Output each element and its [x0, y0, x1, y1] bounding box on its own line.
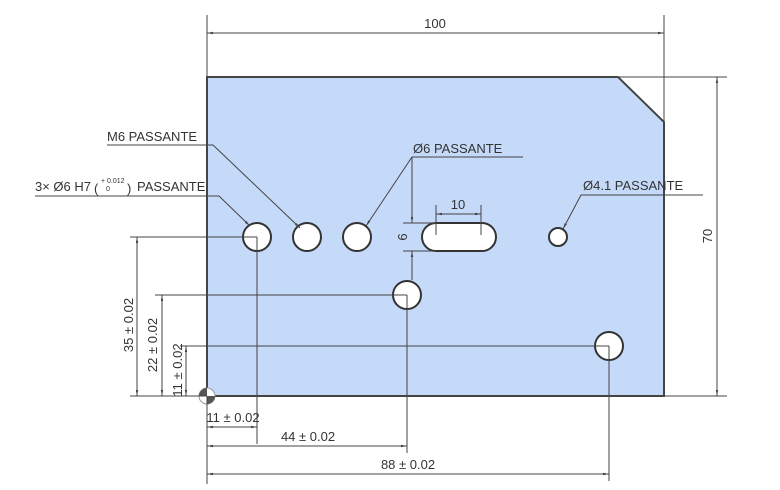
- svg-text:11 ± 0.02: 11 ± 0.02: [206, 410, 259, 425]
- svg-text:PASSANTE: PASSANTE: [137, 179, 206, 194]
- svg-text:44 ± 0.02: 44 ± 0.02: [281, 429, 335, 444]
- dim-y: 35 ± 0.02 22 ± 0.02 11 ± 0.02: [121, 236, 609, 397]
- callout-m6: M6 PASSANTE: [107, 129, 301, 229]
- dim-slot: 10 6: [395, 157, 482, 280]
- svg-text:M6 PASSANTE: M6 PASSANTE: [107, 129, 197, 144]
- hole-m6: [292, 222, 322, 252]
- svg-text:Ø6 PASSANTE: Ø6 PASSANTE: [413, 141, 503, 156]
- slot: [421, 222, 497, 252]
- svg-text:22 ± 0.02: 22 ± 0.02: [145, 318, 160, 372]
- svg-text:11 ± 0.02: 11 ± 0.02: [170, 343, 185, 396]
- svg-text:Ø4.1 PASSANTE: Ø4.1 PASSANTE: [583, 178, 684, 193]
- callout-d6: Ø6 PASSANTE: [365, 141, 523, 227]
- hole-d6: [342, 222, 372, 252]
- svg-text:3× Ø6 H7: 3× Ø6 H7: [35, 179, 91, 194]
- dim-x: 11 ± 0.02 44 ± 0.02 88 ± 0.02: [206, 237, 610, 484]
- hole-d41: [548, 227, 568, 247]
- svg-text:6: 6: [395, 233, 410, 240]
- svg-text:100: 100: [424, 16, 446, 31]
- svg-text:88 ± 0.02: 88 ± 0.02: [381, 457, 435, 472]
- dim-width: 100: [206, 15, 665, 122]
- svg-text:70: 70: [700, 229, 715, 243]
- svg-text:): ): [127, 181, 131, 196]
- svg-text:0: 0: [106, 186, 110, 193]
- dim-height: 70: [618, 76, 727, 397]
- svg-text:10: 10: [451, 197, 465, 212]
- callout-h7: 3× Ø6 H7 ( + 0.012 0 ) PASSANTE: [35, 178, 251, 227]
- svg-text:+ 0.012: + 0.012: [101, 178, 125, 185]
- svg-text:(: (: [94, 181, 99, 196]
- callout-d41: Ø4.1 PASSANTE: [562, 178, 703, 230]
- svg-text:35 ± 0.02: 35 ± 0.02: [121, 298, 136, 352]
